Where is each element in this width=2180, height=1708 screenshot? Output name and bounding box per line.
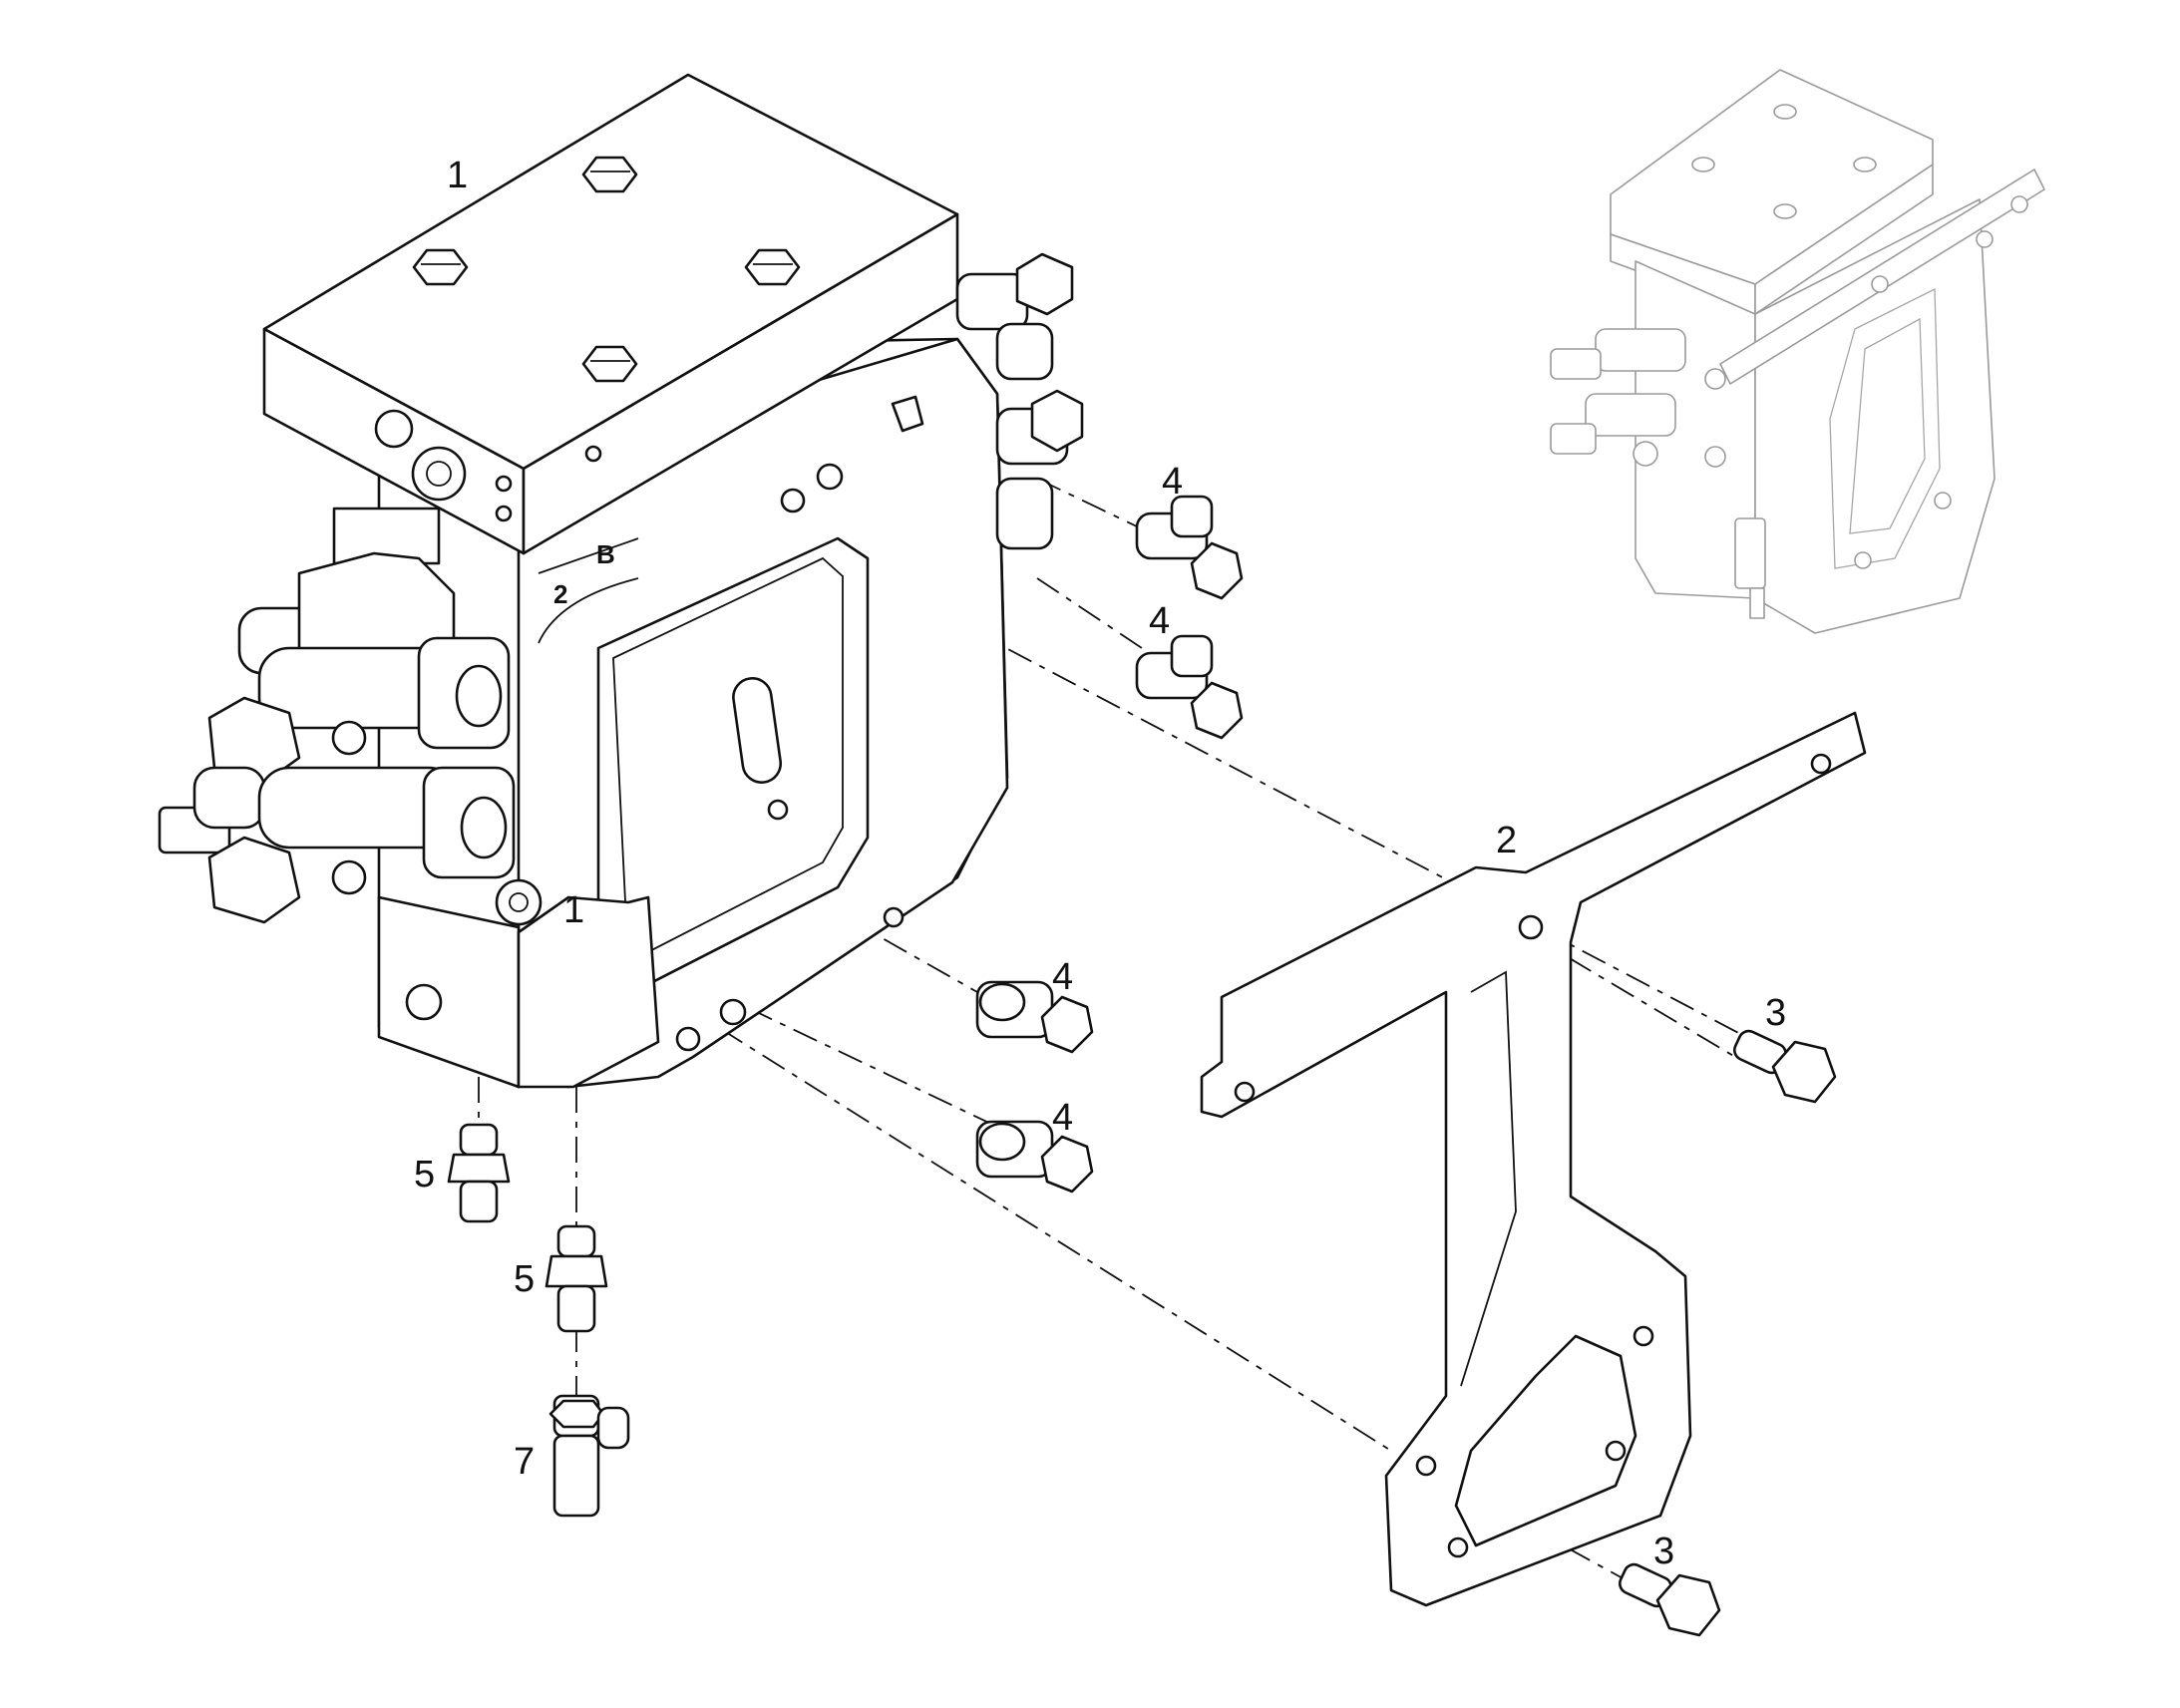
valve-block: 2 B <box>158 73 1084 1089</box>
elbow-fitting-b <box>1135 634 1244 740</box>
adapter-center <box>545 1224 608 1333</box>
tee-fitting-a <box>975 980 1094 1054</box>
elbow-fitting-a <box>1135 495 1244 600</box>
callout-valve-block-section: 1 <box>563 889 584 931</box>
callout-valve-block: 1 <box>447 155 468 196</box>
top-bolt-heads <box>412 156 801 383</box>
callout-tee-fitting-b: 4 <box>1052 1097 1073 1139</box>
callout-swivel-tee: 7 <box>514 1441 535 1483</box>
callout-labels: 1 1 2 3 3 4 4 4 4 5 5 7 <box>414 155 1786 1572</box>
stamp-section-2: 2 <box>553 579 567 609</box>
solenoid-spools <box>158 551 543 926</box>
callout-adapter-center: 5 <box>514 1258 535 1300</box>
locator-thumbnail <box>1550 69 2045 634</box>
callout-bolt-upper: 3 <box>1765 992 1786 1034</box>
locator-valve-spools <box>1550 328 1766 619</box>
swivel-tee <box>548 1394 630 1518</box>
right-side-ports <box>955 252 1084 550</box>
callout-mounting-plate: 2 <box>1496 820 1517 861</box>
bolt-upper <box>1732 1029 1837 1104</box>
locator-bolt-heads <box>1691 104 1877 219</box>
bolt-lower <box>1618 1562 1721 1637</box>
callout-tee-fitting-a: 4 <box>1052 956 1073 998</box>
stamp-section-b: B <box>596 539 615 569</box>
callout-elbow-fitting-a: 4 <box>1162 461 1183 503</box>
callout-elbow-fitting-b: 4 <box>1149 600 1170 642</box>
callout-bolt-lower: 3 <box>1653 1531 1674 1572</box>
tee-fitting-b <box>975 1120 1094 1194</box>
mounting-plate <box>1200 711 1867 1607</box>
locator-plate-holes <box>1854 195 2028 569</box>
callout-adapter-left: 5 <box>414 1154 435 1196</box>
adapter-left <box>447 1123 511 1223</box>
body-stamps: 2 B <box>538 537 639 644</box>
